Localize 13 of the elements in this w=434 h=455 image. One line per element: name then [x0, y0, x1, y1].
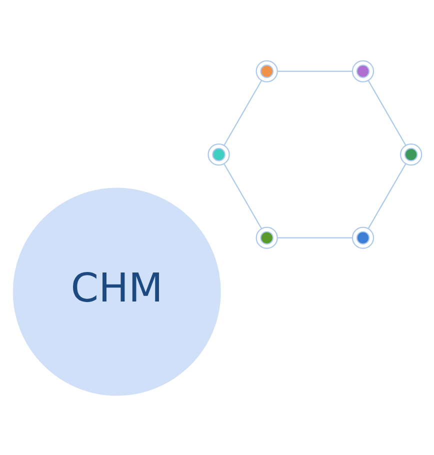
node-circle: [255, 226, 278, 248]
connector: [277, 70, 352, 72]
node-circle: CHM: [12, 187, 220, 396]
node-circle: [351, 60, 374, 82]
node-circle: [255, 60, 278, 82]
connector: [277, 236, 352, 238]
node-circle: [400, 143, 422, 166]
connector: [223, 163, 262, 228]
connector: [367, 80, 406, 145]
node-circle: [207, 143, 230, 166]
connector: [223, 80, 262, 146]
node-circle: [351, 226, 374, 248]
connector: [368, 163, 406, 228]
